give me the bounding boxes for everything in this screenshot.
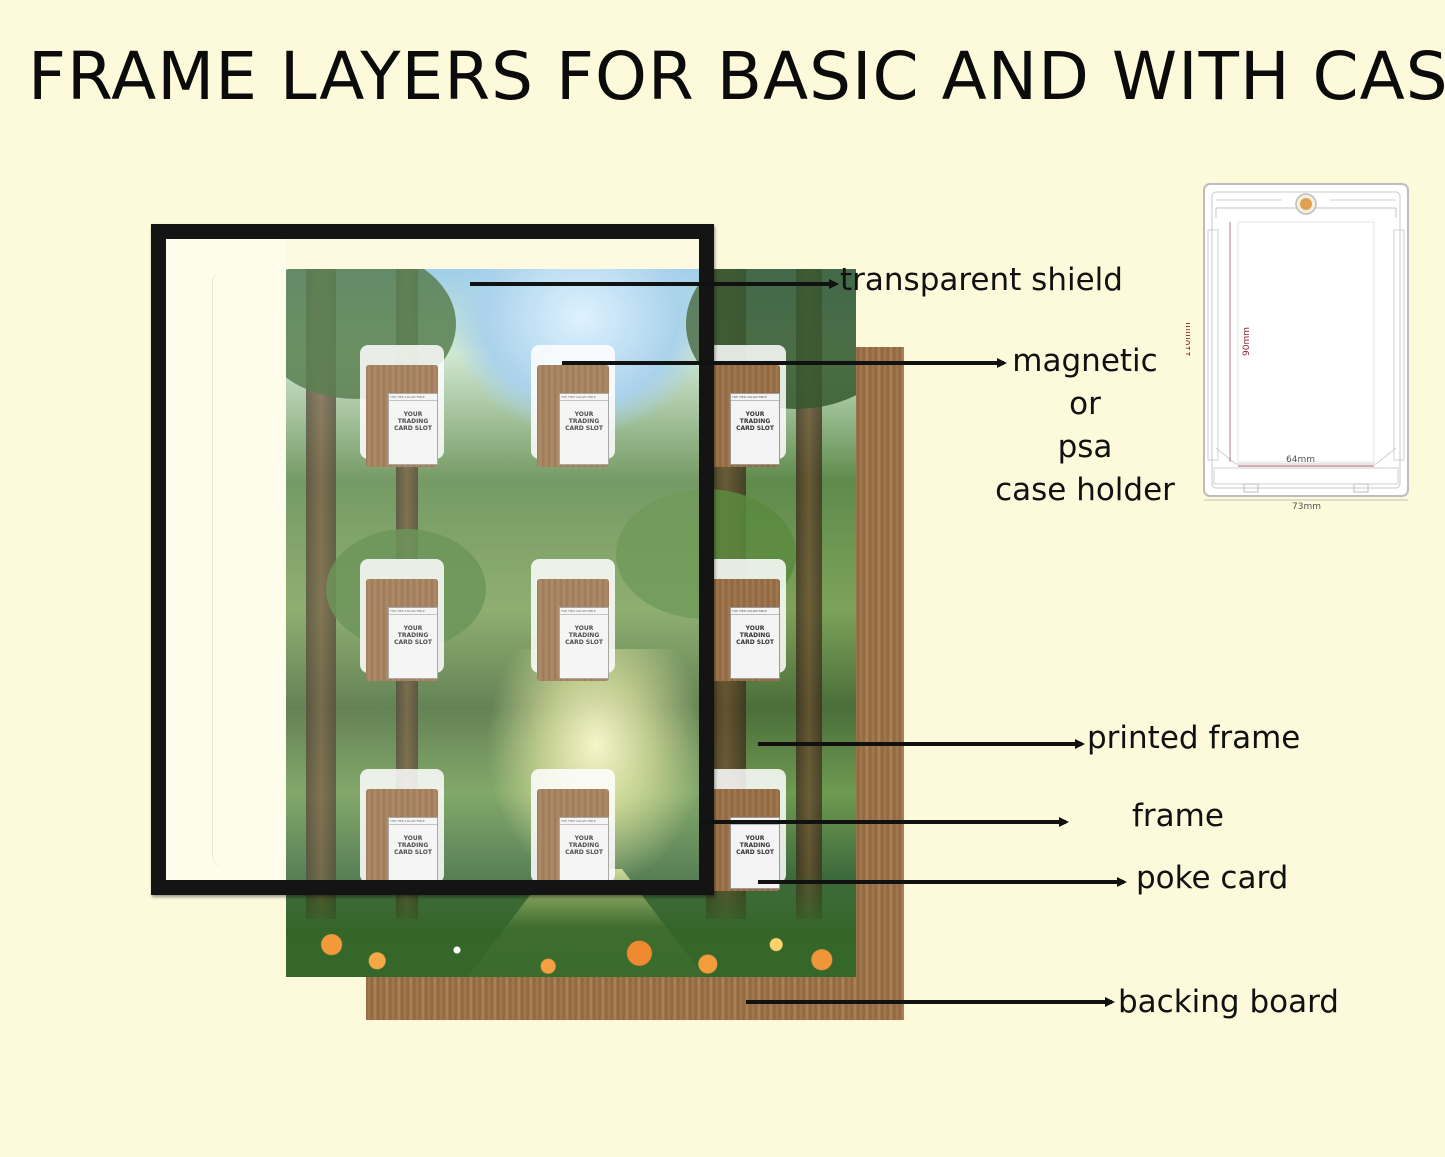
- dimension-width-inner: 64mm: [1286, 455, 1315, 465]
- case-holder-diagram: 110mm 90mm 64mm 73mm: [1186, 178, 1426, 518]
- dimension-height-inner: 90mm: [1242, 327, 1252, 356]
- label-frame: frame: [1132, 798, 1224, 834]
- label-magnetic-case-holder: magnetic or psa case holder: [990, 340, 1180, 512]
- label-backing-board: backing board: [1118, 984, 1339, 1020]
- label-poke-card: poke card: [1136, 860, 1288, 896]
- label-transparent-shield: transparent shield: [840, 262, 1123, 298]
- dimension-width-outer: 73mm: [1292, 502, 1321, 512]
- magnet-dot-icon: [1300, 198, 1312, 210]
- label-printed-frame: printed frame: [1087, 720, 1300, 756]
- dimension-height-outer: 110mm: [1186, 322, 1193, 357]
